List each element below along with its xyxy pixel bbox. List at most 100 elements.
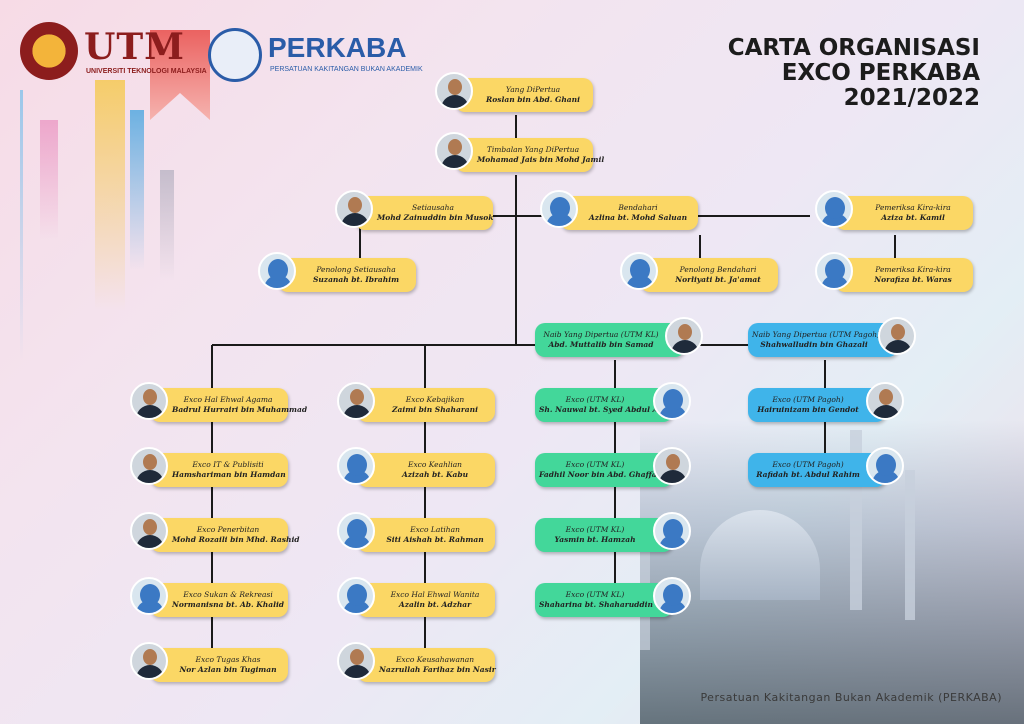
member-photo-avatar [815,252,853,290]
title-line-3: 2021/2022 [843,85,980,111]
member-role: Pemeriksa Kira-kira [875,203,951,212]
member-photo-avatar [130,512,168,550]
member-name: Hairuinizam bin Gendot [757,405,859,414]
member-name: Mohamad Jais bin Mohd Jamil [477,155,605,164]
avatar-head [143,649,157,665]
member-name: Mohd Zainuddin bin Musok [377,213,494,222]
member-role: Exco Sukan & Rekreasi [183,590,273,599]
member-role: Naib Yang Dipertua (UTM Pagoh) [752,330,880,339]
avatar-head [666,454,680,470]
member-role: Bendahari [618,203,658,212]
member-photo-avatar [130,577,168,615]
perkaba-logo-text: PERKABA [268,32,407,63]
avatar-head [140,584,160,606]
member-photo-avatar [653,447,691,485]
avatar-head [347,519,367,541]
member-role: Exco Hal Ehwal Agama [183,395,273,404]
member-photo-avatar [866,382,904,420]
avatar-head [663,389,683,411]
member-role: Penolong Bendahari [679,265,757,274]
avatar-head [143,389,157,405]
member-photo-avatar [335,190,373,228]
member-role: Yang DiPertua [505,85,561,94]
member-photo-avatar [337,382,375,420]
member-name: Nazrullah Farihaz bin Nasir [379,665,496,674]
member-name: Normanisna bt. Ab. Khalid [172,600,285,609]
avatar-head [448,79,462,95]
avatar-head [143,519,157,535]
member-role: Exco (UTM Pagoh) [772,395,844,404]
member-role: Exco Keahlian [407,460,463,469]
avatar-body [884,340,912,353]
member-role: Timbalan Yang DiPertua [486,145,580,154]
footer-text: Persatuan Kakitangan Bukan Akademik (PER… [700,691,1002,704]
member-photo-avatar [653,382,691,420]
avatar-head [663,519,683,541]
avatar-head [143,454,157,470]
member-name: Sh. Nauwal bt. Syed Abdul Aziz [539,405,670,414]
member-photo-avatar [130,642,168,680]
avatar-head [876,454,896,476]
avatar-body [343,665,371,678]
avatar-head [678,324,692,340]
avatar-head [347,454,367,476]
avatar-body [659,470,687,483]
avatar-head [663,584,683,606]
member-name: Azizah bt. Kabu [401,470,469,479]
member-role: Exco Hal Ehwal Wanita [390,590,480,599]
member-role: Exco (UTM Pagoh) [772,460,844,469]
avatar-body [136,665,164,678]
avatar-head [448,139,462,155]
avatar-body [441,95,469,108]
member-role: Setiausaha [412,203,454,212]
avatar-body [136,405,164,418]
member-role: Pemeriksa Kira-kira [875,265,951,274]
deco-bar-blue [130,110,144,270]
avatar-head [630,259,650,281]
member-name: Norliyati bt. Ja'amat [675,275,761,284]
member-box-exco-kl-4: Exco (UTM KL)Shaharina bt. Shaharuddin [535,583,673,617]
member-role: Penolong Setiausaha [316,265,396,274]
member-name: Mohd Rozaili bin Mhd. Rashid [172,535,300,544]
member-name: Yasmin bt. Hamzah [554,535,636,544]
member-name: Zaimi bin Shaharani [392,405,478,414]
page-title: CARTA ORGANISASI EXCO PERKABA 2021/2022 [728,36,980,111]
member-role: Exco Keusahawanan [395,655,475,664]
title-line-1: CARTA ORGANISASI [727,35,980,61]
member-name: Azlina bt. Mohd Saluan [588,213,688,222]
member-photo-avatar [435,132,473,170]
member-photo-avatar [653,512,691,550]
member-name: Suzanah bt. Ibrahim [312,275,400,284]
member-name: Nor Azlan bin Tugiman [179,665,277,674]
member-name: Fadhil Noor bin Abd. Ghaffar [539,470,661,479]
avatar-head [825,197,845,219]
utm-logo-icon [20,22,78,80]
avatar-head [268,259,288,281]
member-role: Naib Yang Dipertua (UTM KL) [543,330,659,339]
avatar-body [872,405,900,418]
utm-logo-subtitle: UNIVERSITI TEKNOLOGI MALAYSIA [86,68,207,75]
member-box-exco-kl-1: Exco (UTM KL)Sh. Nauwal bt. Syed Abdul A… [535,388,673,422]
avatar-head [350,389,364,405]
member-name: Roslan bin Abd. Ghani [486,95,580,104]
member-box-naib-pagoh: Naib Yang Dipertua (UTM Pagoh)Shahwallud… [748,323,898,357]
perkaba-logo-subtitle: PERSATUAN KAKITANGAN BUKAN AKADEMIK [270,66,423,73]
avatar-body [136,535,164,548]
member-role: Exco Penerbitan [196,525,260,534]
member-role: Exco (UTM KL) [565,525,625,534]
member-name: Norafiza bt. Waras [874,275,952,284]
member-photo-avatar [866,447,904,485]
member-photo-avatar [337,577,375,615]
member-role: Exco (UTM KL) [565,460,625,469]
member-photo-avatar [878,317,916,355]
member-name: Badrul Hurrairi bin Muhammad [172,405,308,414]
deco-line [20,90,23,360]
